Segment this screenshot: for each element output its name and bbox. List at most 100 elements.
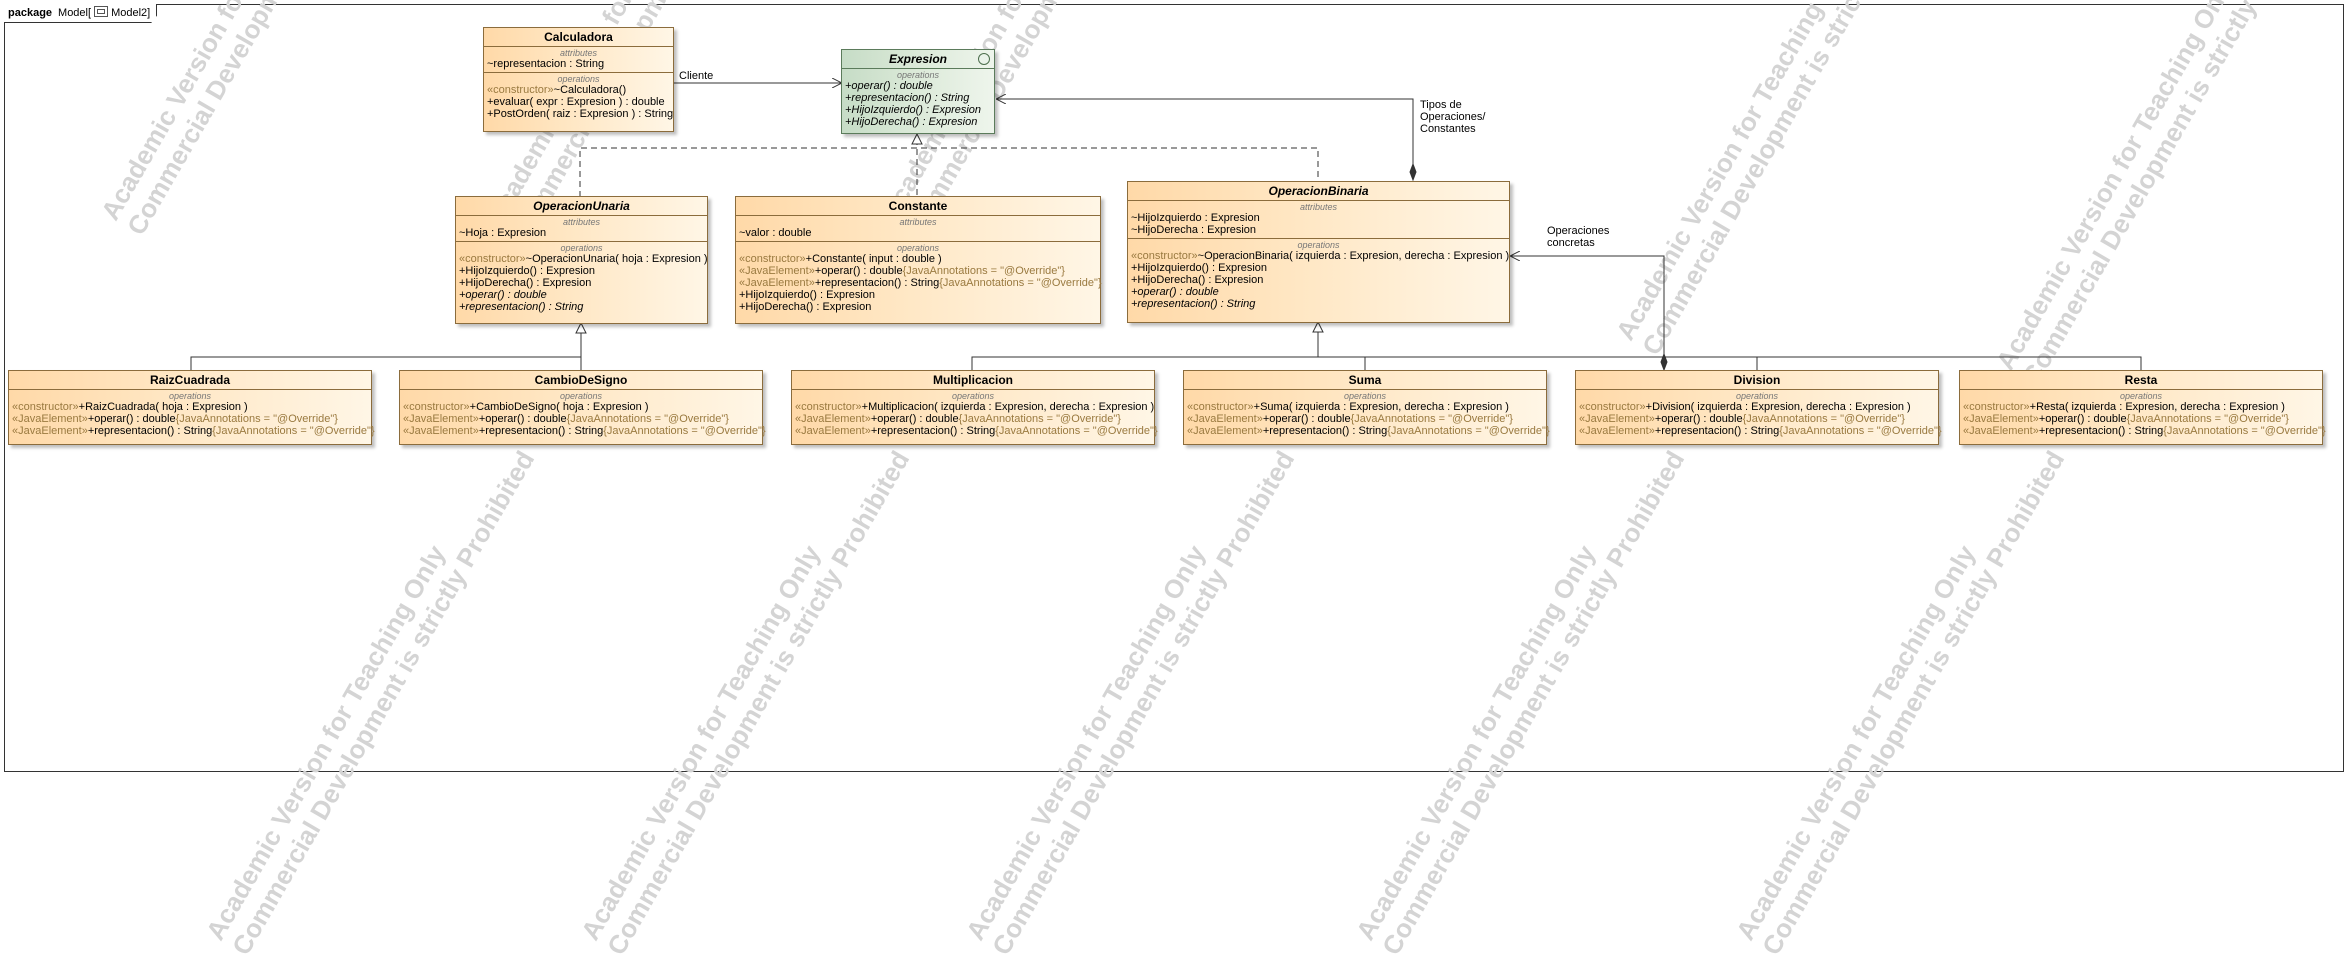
operation: «constructor»+Multiplicacion( izquierda … <box>795 401 1154 413</box>
operation-signature: +operar() : double <box>870 413 959 425</box>
tagged-value: {JavaAnnotations = "@Override"} <box>1742 413 1905 425</box>
class-name: Constante <box>736 197 1100 216</box>
attribute: ~HijoDerecha : Expresion <box>1131 224 1257 236</box>
operation-signature: +representacion() : String <box>814 277 940 289</box>
stereotype: «JavaElement» <box>1963 413 2039 425</box>
attributes-compartment: attributes~valor : double <box>736 216 1100 242</box>
operation: +operar() : double <box>459 289 704 301</box>
operation: «JavaElement»+representacion() : String{… <box>12 425 375 437</box>
operation: +HijoIzquierdo() : Expresion <box>1131 262 1506 274</box>
operations-compartment: operations«constructor»~OperacionBinaria… <box>1128 239 1509 312</box>
tagged-value: {JavaAnnotations = "@Override"} <box>902 265 1065 277</box>
operation-signature: +representacion() : String <box>1131 298 1256 310</box>
operations-caption: operations <box>559 391 603 401</box>
class-name: Suma <box>1184 371 1546 390</box>
label-tipos-operaciones: Tipos de Operaciones/ Constantes <box>1420 99 1486 135</box>
operation: +representacion() : String <box>459 301 704 313</box>
operation: +operar() : double <box>845 80 991 92</box>
operation: «JavaElement»+representacion() : String{… <box>1187 425 1550 437</box>
operation: «constructor»+Constante( input : double … <box>739 253 1097 265</box>
stereotype: «JavaElement» <box>1963 425 2039 437</box>
operations-caption: operations <box>951 391 995 401</box>
operation-signature: +HijoIzquierdo() : Expresion <box>1131 262 1268 274</box>
operation: «JavaElement»+operar() : double{JavaAnno… <box>403 413 759 425</box>
operation: «constructor»~OperacionUnaria( hoja : Ex… <box>459 253 708 265</box>
tagged-value: {JavaAnnotations = "@Override"} <box>1779 425 1942 437</box>
operation: «JavaElement»+operar() : double{JavaAnno… <box>795 413 1151 425</box>
operation-signature: +Resta( izquierda : Expresion, derecha :… <box>2029 401 2285 413</box>
attributes-compartment: attributes~representacion : String <box>484 47 673 73</box>
operation-signature: +RaizCuadrada( hoja : Expresion ) <box>78 401 248 413</box>
operation-signature: ~OperacionUnaria( hoja : Expresion ) <box>525 253 708 265</box>
operation-signature: +HijoDerecha() : Expresion <box>459 277 592 289</box>
operation-signature: +evaluar( expr : Expresion ) : double <box>487 96 665 108</box>
composition-concretas <box>1510 256 1665 370</box>
stereotype: «constructor» <box>487 84 554 96</box>
tagged-value: {JavaAnnotations = "@Override"} <box>958 413 1121 425</box>
diagram-name: Model2 <box>111 7 148 19</box>
class-name: OperacionBinaria <box>1128 182 1509 201</box>
operation: «JavaElement»+operar() : double{JavaAnno… <box>12 413 368 425</box>
operation-signature: +representacion() : String <box>459 301 584 313</box>
stereotype: «constructor» <box>12 401 79 413</box>
operations-compartment: operations«constructor»+CambioDeSigno( h… <box>400 390 766 439</box>
operation: +PostOrden( raiz : Expresion ) : String <box>487 108 674 120</box>
generalization-arrowhead <box>1312 320 1324 333</box>
operation: «constructor»+Suma( izquierda : Expresio… <box>1187 401 1543 413</box>
operation-signature: +operar() : double <box>478 413 567 425</box>
tagged-value: {JavaAnnotations = "@Override"} <box>2163 425 2326 437</box>
attributes-caption: attributes <box>562 217 601 227</box>
operation-signature: +representacion() : String <box>1262 425 1388 437</box>
operation-signature: +Suma( izquierda : Expresion, derecha : … <box>1253 401 1509 413</box>
tagged-value: {JavaAnnotations = "@Override"} <box>603 425 766 437</box>
operation-signature: +representacion() : String <box>2038 425 2164 437</box>
operations-caption: operations <box>896 70 940 80</box>
stereotype: «constructor» <box>1187 401 1254 413</box>
operation: «constructor»+Division( izquierda : Expr… <box>1579 401 1935 413</box>
operation-signature: ~OperacionBinaria( izquierda : Expresion… <box>1197 250 1510 262</box>
operation-signature: +representacion() : String <box>478 425 604 437</box>
tagged-value: {JavaAnnotations = "@Override"} <box>995 425 1158 437</box>
attribute: ~valor : double <box>739 227 812 239</box>
operations-caption: operations <box>2119 391 2163 401</box>
operations-caption: operations <box>560 243 603 253</box>
operations-caption: operations <box>557 74 600 84</box>
stereotype: «JavaElement» <box>12 413 88 425</box>
operation-signature: +representacion() : String <box>845 92 970 104</box>
class-name: CambioDeSigno <box>400 371 762 390</box>
operation: +evaluar( expr : Expresion ) : double <box>487 96 670 108</box>
composition-diamond <box>1409 162 1417 182</box>
operations-compartment: operations«constructor»~Calculadora()+ev… <box>484 73 673 122</box>
tagged-value: {JavaAnnotations = "@Override"} <box>212 425 375 437</box>
tagged-value: {JavaAnnotations = "@Override"} <box>1387 425 1550 437</box>
operation: «JavaElement»+representacion() : String{… <box>739 277 1102 289</box>
stereotype: «JavaElement» <box>12 425 88 437</box>
stereotype: «JavaElement» <box>403 413 479 425</box>
operation-signature: +PostOrden( raiz : Expresion ) : String <box>487 108 674 120</box>
package-frame <box>4 4 2344 772</box>
operation: +HijoDerecha() : Expresion <box>845 116 991 128</box>
operations-compartment: operations«constructor»~OperacionUnaria(… <box>456 242 708 315</box>
operations-compartment: operations«constructor»+Suma( izquierda … <box>1184 390 1550 439</box>
composition-diamond <box>1660 352 1668 372</box>
class-name: RaizCuadrada <box>9 371 371 390</box>
stereotype: «constructor» <box>1963 401 2030 413</box>
operations-compartment: operations«constructor»+Division( izquie… <box>1576 390 1942 439</box>
class-name: Resta <box>1960 371 2322 390</box>
operations-compartment: operations«constructor»+RaizCuadrada( ho… <box>9 390 375 439</box>
stereotype: «JavaElement» <box>403 425 479 437</box>
attribute: ~HijoIzquierdo : Expresion <box>1131 212 1260 224</box>
operations-compartment: operations+operar() : double+representac… <box>842 69 994 130</box>
